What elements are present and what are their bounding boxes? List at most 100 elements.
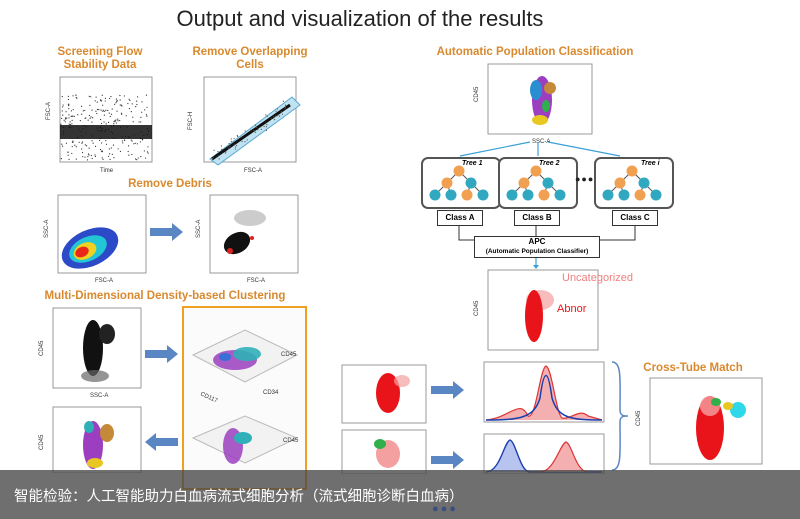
- scatter-dot: [232, 141, 234, 143]
- histogram-1: [483, 361, 605, 423]
- scatter-dot: [91, 157, 93, 160]
- scatter-dot: [107, 155, 110, 157]
- scatter-dot: [107, 121, 110, 124]
- scatter-dot: [91, 140, 93, 142]
- scatter-dot: [70, 115, 72, 117]
- scatter-dot: [61, 117, 63, 119]
- tree-node: [461, 189, 473, 201]
- scatter-dot: [141, 139, 144, 141]
- clustering-plot-colored: CD45: [39, 406, 142, 473]
- scatter-dot: [123, 95, 126, 97]
- scatter-dot: [69, 123, 71, 126]
- scatter-dot: [129, 99, 131, 102]
- scatter-dot: [146, 151, 149, 153]
- scatter-dot: [136, 100, 138, 102]
- scatter-dot: [237, 135, 239, 138]
- scatter-dot: [145, 94, 148, 96]
- apc-title: APC: [528, 237, 546, 246]
- tree-label-1: Tree 1: [462, 160, 483, 167]
- scatter-dot: [141, 111, 143, 113]
- scatter-dot: [284, 104, 287, 106]
- scatter-dot: [75, 96, 77, 99]
- scatter-dot: [121, 140, 123, 142]
- scatter-dot: [82, 141, 84, 143]
- scatter-dot: [233, 137, 235, 140]
- scatter-dot: [212, 156, 215, 158]
- cluster-3d-plot-top: CD45 CD117 CD34: [191, 329, 299, 402]
- scatter-dot: [96, 101, 98, 103]
- scatter-dot: [128, 154, 130, 156]
- tree-node: [650, 189, 662, 201]
- scatter-dot: [280, 111, 282, 113]
- scatter-dot: [127, 145, 130, 147]
- scatter-dot: [254, 131, 256, 133]
- scatter-dot: [84, 109, 86, 111]
- page-dots[interactable]: ●●●: [432, 503, 458, 515]
- scatter-dot: [281, 113, 284, 115]
- scatter-dot: [114, 120, 116, 122]
- scatter-dot: [62, 114, 64, 116]
- scatter-dot: [81, 148, 83, 150]
- scatter-dot: [227, 147, 229, 149]
- scatter-dot: [115, 98, 117, 100]
- scatter-dot: [105, 143, 108, 145]
- scatter-dot: [284, 108, 286, 110]
- scatter-dot: [68, 117, 70, 119]
- tree-node: [602, 189, 614, 201]
- scatter-dot: [85, 145, 88, 147]
- scatter-dot: [102, 110, 104, 112]
- class-c-box: Class C: [612, 210, 658, 226]
- scatter-dot: [270, 118, 272, 120]
- scatter-dot: [122, 142, 124, 144]
- scatter-dot: [131, 153, 133, 156]
- apc-input-plot: CD45 SSC-A: [474, 63, 593, 145]
- scatter-dot: [81, 142, 83, 144]
- section-cross-tube-title: Cross-Tube Match: [643, 362, 743, 374]
- scatter-dot: [88, 114, 91, 117]
- scatter-dot: [109, 158, 111, 160]
- scatter-dot: [84, 156, 86, 158]
- scatter-dot: [99, 148, 102, 151]
- scatter-dot: [117, 120, 119, 122]
- scatter-dot: [104, 110, 106, 112]
- tree-node: [614, 177, 626, 189]
- scatter-dot: [246, 139, 248, 141]
- scatter-dot: [61, 95, 63, 98]
- scatter-dot: [60, 157, 62, 160]
- tree-node: [638, 177, 650, 189]
- scatter-dot: [244, 141, 246, 143]
- y-axis-label: CD45: [636, 410, 642, 426]
- scatter-dot: [133, 143, 135, 145]
- y-axis-label: FSC-A: [46, 102, 52, 120]
- scatter-dot: [98, 109, 100, 111]
- y-axis-label: SSC-A: [44, 220, 50, 238]
- scatter-dot: [67, 154, 69, 156]
- scatter-dot: [102, 158, 104, 160]
- scatter-dot: [244, 130, 246, 132]
- scatter-dot: [78, 141, 80, 143]
- x-axis-label: FSC-A: [244, 168, 262, 174]
- tree-node: [506, 189, 518, 201]
- scatter-dot: [87, 153, 90, 155]
- scatter-dot: [67, 151, 69, 153]
- section-overlap-title: Remove Overlapping Cells: [192, 46, 308, 71]
- scatter-dot: [240, 136, 242, 138]
- scatter-dot: [108, 112, 110, 114]
- scatter-dot: [228, 142, 230, 145]
- scatter-dot: [272, 116, 275, 118]
- scatter-dot: [82, 110, 84, 112]
- scatter-dot: [131, 103, 133, 105]
- scatter-dot: [71, 119, 73, 121]
- y-axis-label: CD45: [474, 86, 480, 102]
- scatter-dot: [274, 115, 277, 117]
- scatter-dot: [265, 114, 267, 116]
- y-axis-label: CD34: [263, 390, 279, 396]
- scatter-dot: [62, 104, 64, 106]
- uncategorized-label: Uncategorized: [562, 272, 633, 284]
- scatter-dot: [135, 105, 137, 108]
- scatter-dot: [90, 96, 92, 98]
- scatter-dot: [100, 109, 102, 111]
- scatter-dot: [102, 109, 104, 111]
- scatter-dot: [75, 94, 77, 96]
- scatter-dot: [95, 96, 97, 98]
